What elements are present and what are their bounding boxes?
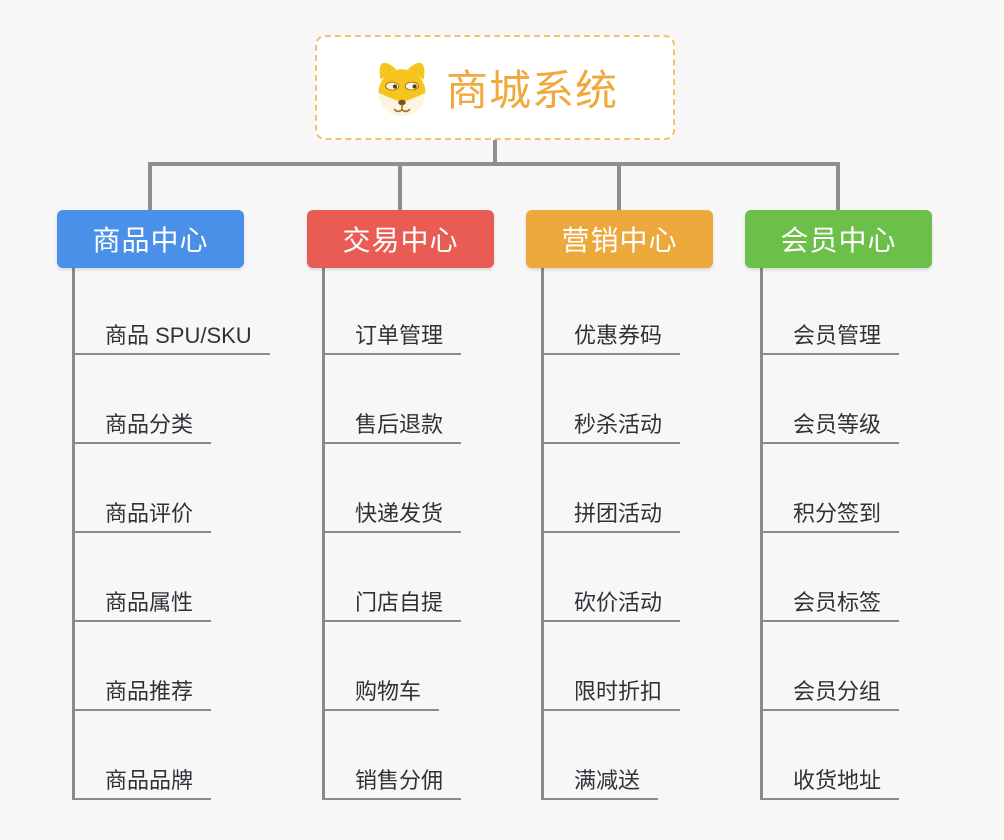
branch-trunk-line — [322, 268, 325, 800]
connector-branch-drop — [836, 162, 840, 210]
leaf-topic[interactable]: 砍价活动 — [541, 586, 681, 622]
leaf-topic[interactable]: 优惠券码 — [541, 319, 681, 355]
leaf-topic[interactable]: 商品品牌 — [72, 764, 212, 800]
connector-bus — [148, 162, 840, 166]
leaf-topic[interactable]: 积分签到 — [760, 497, 900, 533]
branch-node-trade-center[interactable]: 交易中心 — [307, 210, 494, 268]
branch-node-marketing-center[interactable]: 营销中心 — [526, 210, 713, 268]
leaf-topic[interactable]: 会员分组 — [760, 675, 900, 711]
branch-node-member-center[interactable]: 会员中心 — [745, 210, 932, 268]
leaf-topic[interactable]: 商品分类 — [72, 408, 212, 444]
leaf-topic[interactable]: 购物车 — [322, 675, 440, 711]
connector-branch-drop — [398, 162, 402, 210]
leaf-topic[interactable]: 订单管理 — [322, 319, 462, 355]
leaf-topic[interactable]: 销售分佣 — [322, 764, 462, 800]
shiba-dog-icon — [378, 62, 426, 116]
branch-trunk-line — [541, 268, 544, 800]
leaf-topic[interactable]: 收货地址 — [760, 764, 900, 800]
leaf-topic[interactable]: 门店自提 — [322, 586, 462, 622]
branch-node-product-center[interactable]: 商品中心 — [57, 210, 244, 268]
leaf-topic[interactable]: 商品评价 — [72, 497, 212, 533]
leaf-topic[interactable]: 商品 SPU/SKU — [72, 319, 270, 355]
leaf-topic[interactable]: 会员标签 — [760, 586, 900, 622]
connector-root-drop — [493, 140, 497, 166]
connector-branch-drop — [148, 162, 152, 210]
root-node[interactable]: 商城系统 — [315, 35, 675, 140]
leaf-topic[interactable]: 商品属性 — [72, 586, 212, 622]
leaf-topic[interactable]: 拼团活动 — [541, 497, 681, 533]
leaf-topic[interactable]: 会员等级 — [760, 408, 900, 444]
branch-trunk-line — [72, 268, 75, 800]
leaf-topic[interactable]: 满减送 — [541, 764, 659, 800]
leaf-topic[interactable]: 限时折扣 — [541, 675, 681, 711]
leaf-topic[interactable]: 会员管理 — [760, 319, 900, 355]
leaf-topic[interactable]: 售后退款 — [322, 408, 462, 444]
leaf-topic[interactable]: 秒杀活动 — [541, 408, 681, 444]
branch-trunk-line — [760, 268, 763, 800]
leaf-topic[interactable]: 商品推荐 — [72, 675, 212, 711]
root-title: 商城系统 — [445, 67, 618, 114]
leaf-topic[interactable]: 快递发货 — [322, 497, 462, 533]
connector-branch-drop — [617, 162, 621, 210]
